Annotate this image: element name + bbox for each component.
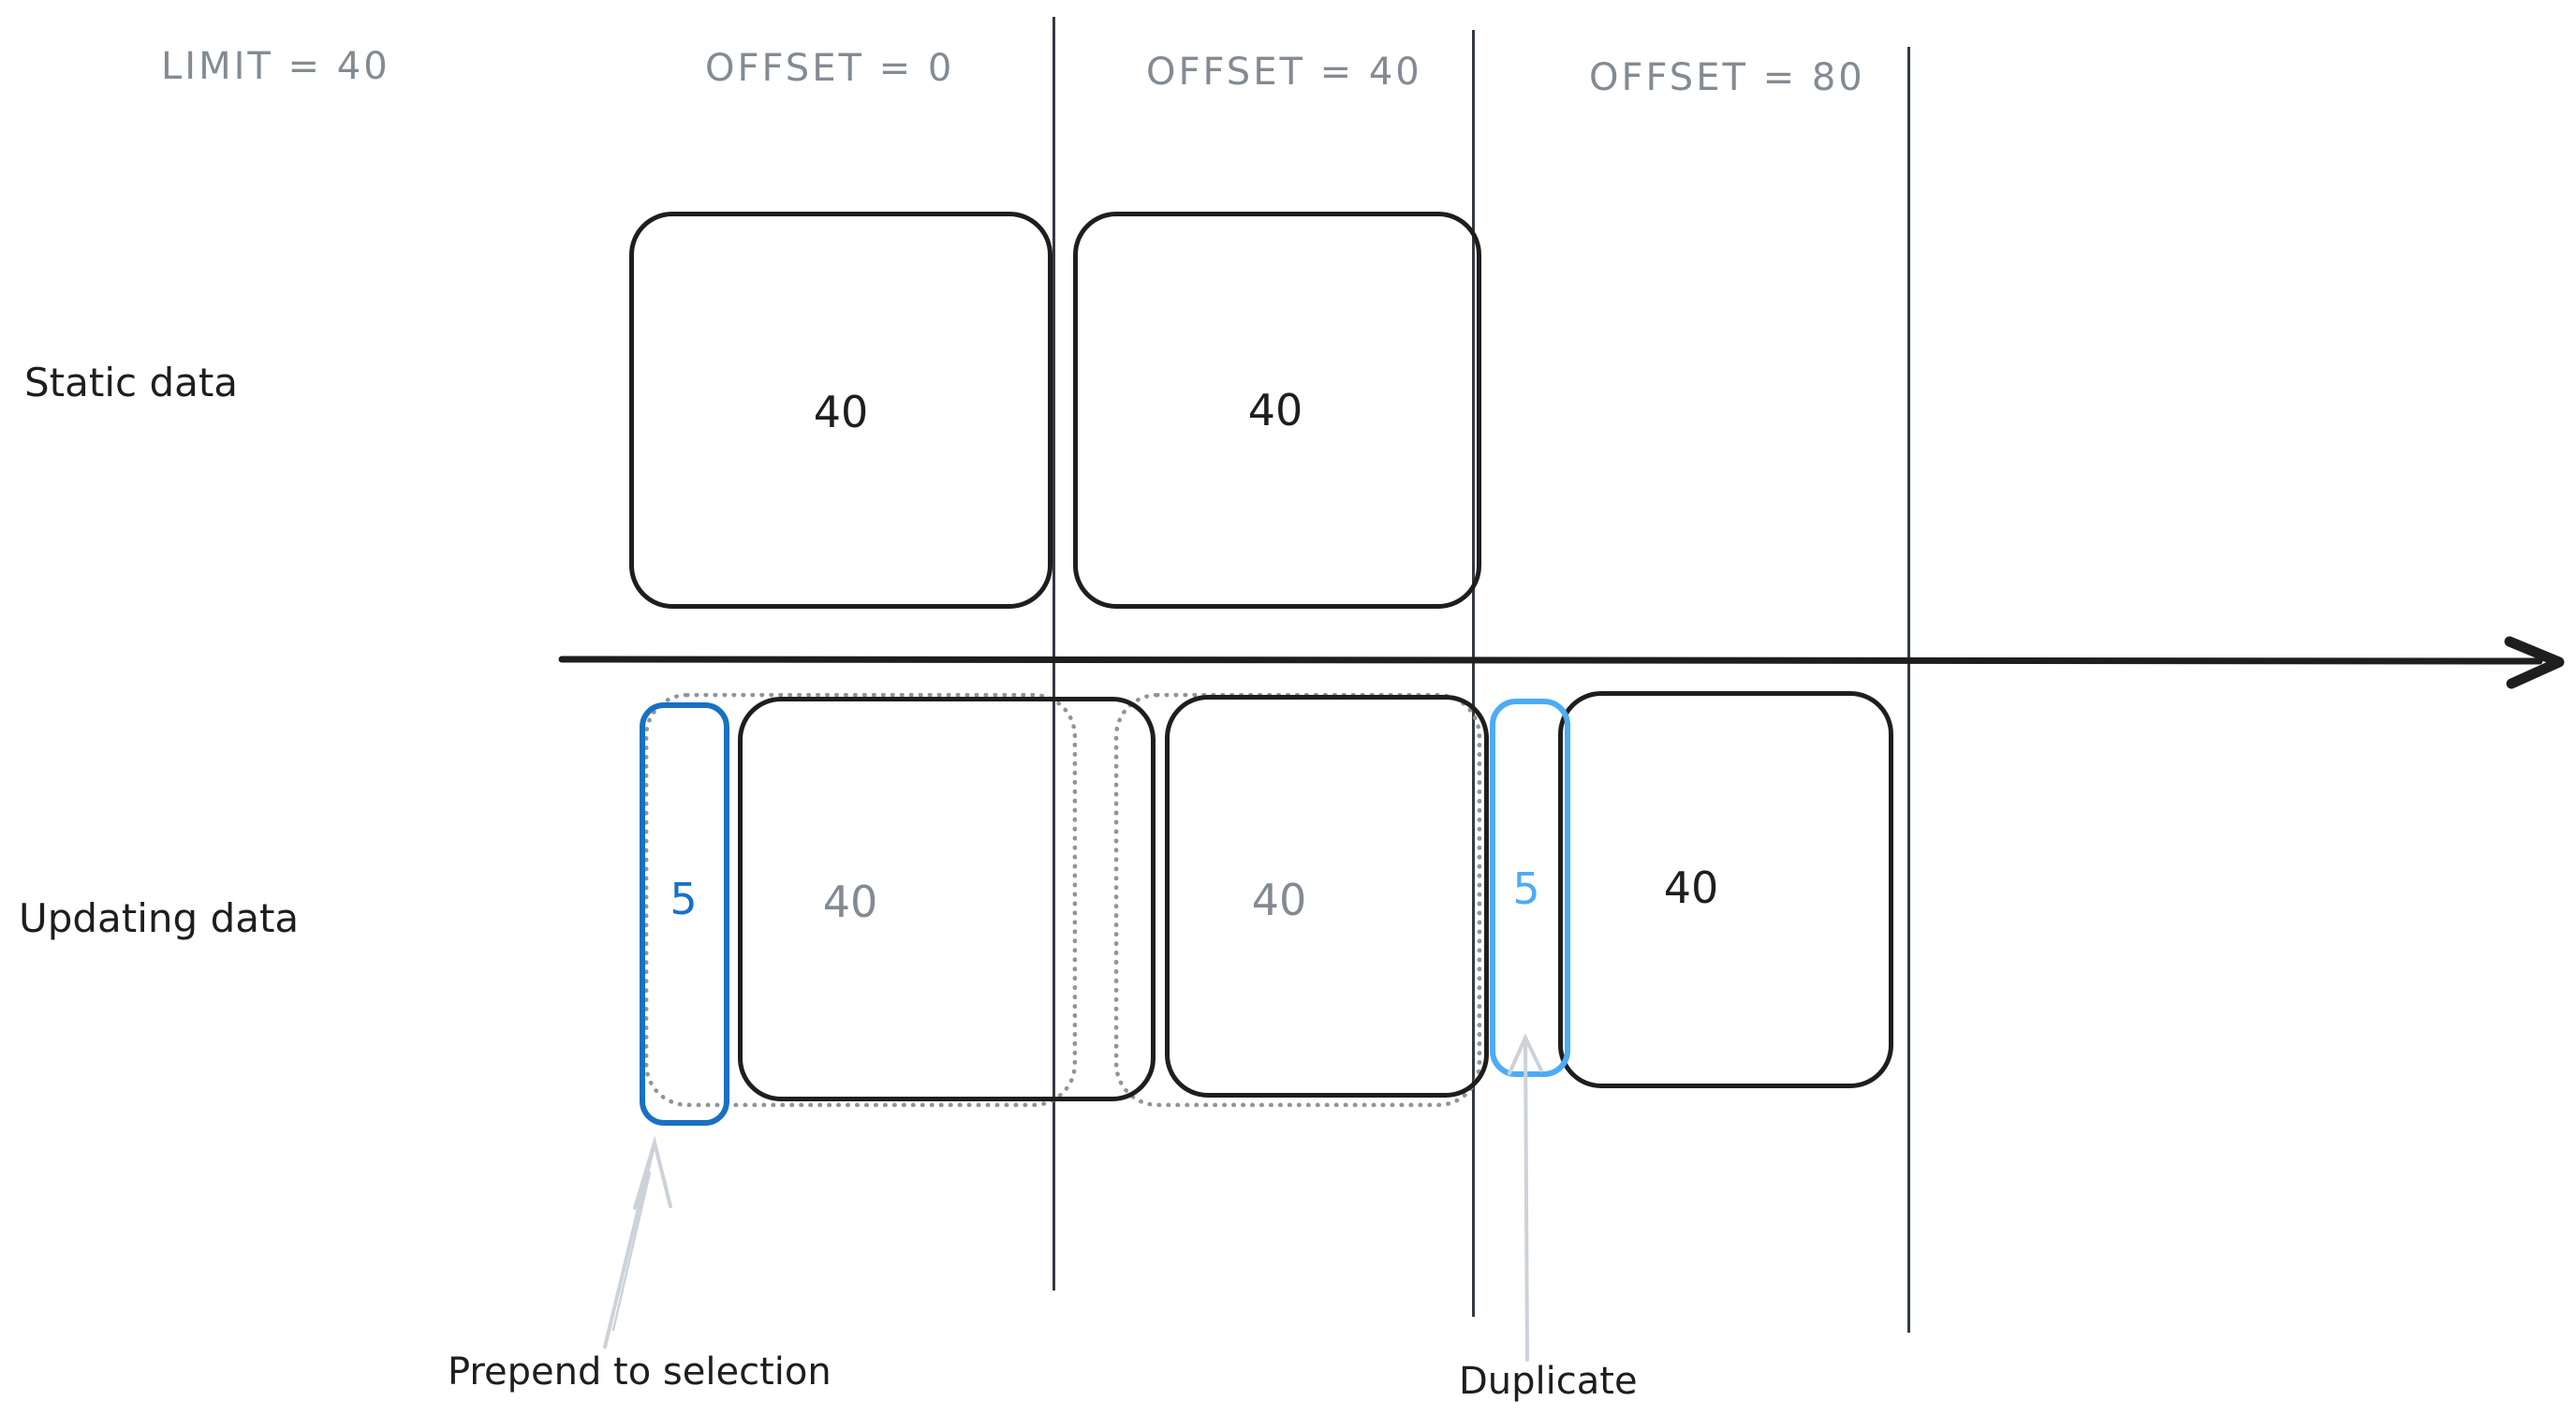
duplicate-count: 5 [1512, 863, 1540, 914]
offset-divider-line-2 [1472, 30, 1475, 1317]
offset-label-80: OFFSET = 80 [1589, 56, 1865, 99]
static-box-2-value: 40 [1247, 385, 1303, 435]
updating-page-box-2 [1165, 695, 1489, 1098]
offset-label-0: OFFSET = 0 [705, 47, 955, 90]
duplicate-arrow [1508, 1033, 1543, 1362]
updating-box-3-value: 40 [1663, 863, 1719, 913]
row-label-updating: Updating data [19, 895, 300, 941]
offset-divider-line-1 [1052, 17, 1055, 1291]
updating-page-box-3 [1558, 691, 1893, 1088]
static-page-box-2 [1073, 212, 1481, 609]
updating-box-1-value: 40 [822, 877, 878, 927]
offset-label-40: OFFSET = 40 [1146, 51, 1422, 94]
static-box-1-value: 40 [813, 387, 869, 437]
offset-divider-line-3 [1907, 47, 1910, 1333]
limit-label: LIMIT = 40 [161, 45, 390, 88]
prepend-annotation: Prepend to selection [448, 1350, 832, 1394]
prepended-count: 5 [670, 874, 698, 924]
prepend-arrow [603, 1135, 672, 1349]
row-label-static: Static data [24, 360, 239, 406]
duplicate-annotation: Duplicate [1459, 1360, 1638, 1403]
prepended-items-box [640, 702, 729, 1126]
ghost-window-box-1 [644, 693, 1077, 1107]
updating-page-box-1 [738, 697, 1156, 1101]
static-page-box-1 [629, 212, 1052, 609]
updating-box-2-value: 40 [1251, 875, 1307, 925]
axis-arrow [558, 636, 2565, 689]
